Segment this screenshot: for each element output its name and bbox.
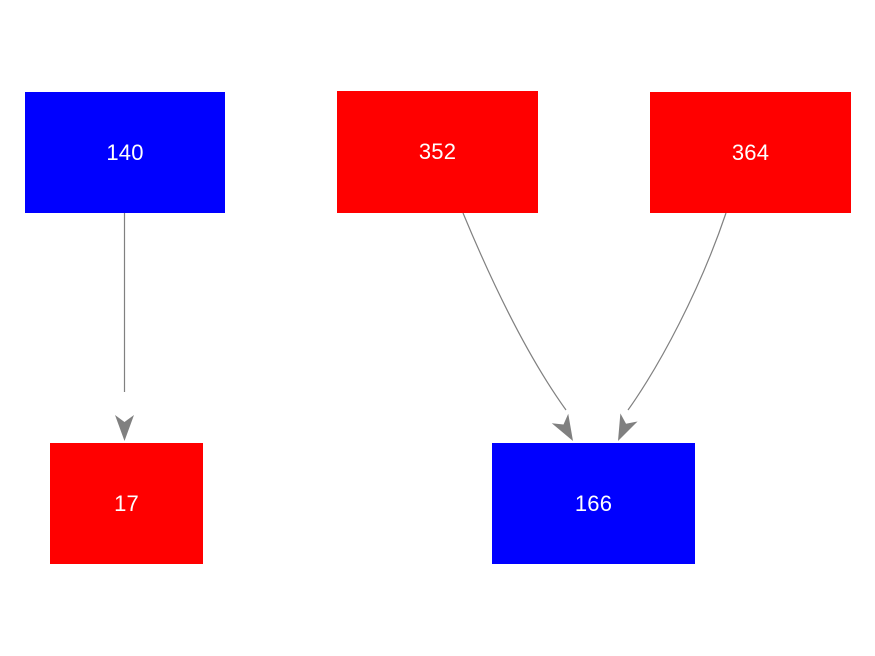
node-364[interactable]: 364	[650, 92, 851, 213]
node-label-364: 364	[731, 139, 770, 165]
node-17[interactable]: 17	[50, 443, 203, 564]
arrowhead-icon-364-to-166	[618, 413, 638, 441]
arrowhead-icon-140-to-17	[115, 415, 134, 441]
node-label-166: 166	[574, 490, 613, 516]
node-label-140: 140	[106, 139, 144, 165]
node-label-17: 17	[114, 490, 139, 516]
edge-line-364-to-166	[627, 212, 727, 411]
edges-group	[115, 212, 727, 441]
node-label-352: 352	[418, 139, 457, 164]
edge-line-352-to-166	[462, 212, 567, 411]
node-140[interactable]: 140	[25, 92, 225, 213]
node-166[interactable]: 166	[492, 443, 695, 564]
arrowhead-icon-352-to-166	[551, 413, 573, 441]
node-352[interactable]: 352	[337, 91, 538, 213]
